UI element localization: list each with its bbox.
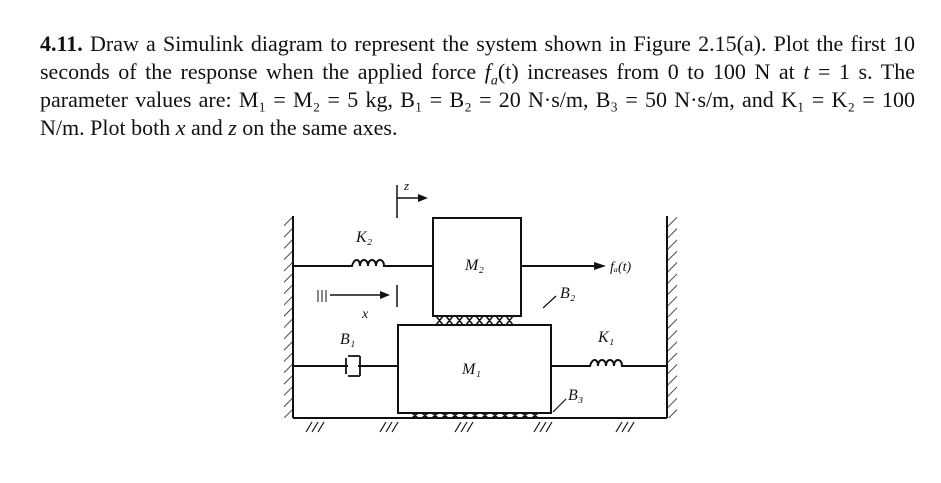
spring-values: K₁ = K₂ = 100 N/m. xyxy=(40,87,916,140)
friction-b3-marks xyxy=(411,412,539,419)
problem-text-5: Plot both xyxy=(84,115,176,140)
label-b3: B₃ xyxy=(568,387,583,404)
label-k1: K₁ xyxy=(597,329,614,346)
label-k2: K₂ xyxy=(355,229,373,246)
z-displacement-marker xyxy=(396,185,428,218)
label-x: x xyxy=(361,307,369,322)
force-subscript: a xyxy=(490,73,498,89)
ground-hatch xyxy=(305,421,635,433)
spring-k2 xyxy=(293,259,433,267)
time-symbol: t xyxy=(803,59,810,84)
left-wall-hatch xyxy=(284,216,293,418)
problem-text-4: and xyxy=(734,87,782,112)
label-z: z xyxy=(403,178,409,193)
problem-text-6: and xyxy=(185,115,229,140)
label-m2: M₂ xyxy=(464,257,484,274)
x-symbol: x xyxy=(175,115,186,140)
problem-text-7: on the same axes. xyxy=(236,115,398,140)
force-arrowhead xyxy=(594,262,606,270)
label-b2: B₂ xyxy=(560,285,576,302)
mass-m1-block xyxy=(397,324,552,414)
z-symbol: z xyxy=(228,115,237,140)
damper-b1 xyxy=(293,355,398,377)
right-wall-hatch xyxy=(667,216,677,418)
force-argument: (t) xyxy=(497,59,519,84)
label-fa: fₐ(t) xyxy=(610,260,632,275)
problem-text-3: = 1 s. The parameter values are: xyxy=(40,59,915,112)
problem-text-1: Draw a Simulink diagram to represent the… xyxy=(40,31,916,84)
force-symbol: f xyxy=(484,59,491,84)
problem-number: 4.11. xyxy=(40,31,83,56)
problem-statement: 4.11. Draw a Simulink diagram to represe… xyxy=(40,30,915,142)
problem-text-2: increases from 0 to 100 N at xyxy=(518,59,804,84)
b3-pointer xyxy=(552,398,567,413)
spring-k1 xyxy=(551,359,667,367)
friction-b2-marks xyxy=(435,315,514,326)
label-m1: M₁ xyxy=(461,361,481,378)
x-displacement-marker xyxy=(317,285,398,307)
label-b1: B₁ xyxy=(340,331,355,348)
parameter-values: M₁ = M₂ = 5 kg, B₁ = B₂ = 20 N·s/m, B₃ =… xyxy=(238,87,735,112)
b2-pointer xyxy=(542,295,557,309)
